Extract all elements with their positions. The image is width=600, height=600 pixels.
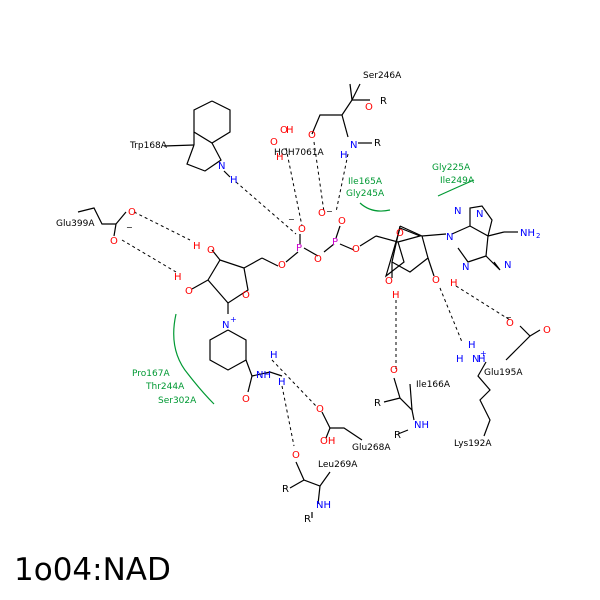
atom-oxygen: O [185, 286, 193, 297]
atom-hydrogen: H [456, 354, 464, 365]
atom-oxygen: O [352, 244, 360, 255]
residue-label-gly225: Gly225A [432, 163, 471, 173]
atom-oxygen: O [316, 404, 324, 415]
residue-label-glu399: Glu399A [56, 219, 95, 229]
atom-oxygen: O [506, 318, 514, 329]
atom-r-group: R [374, 398, 381, 409]
atom-amine: NH [414, 420, 429, 431]
atom-hydrogen: H [270, 350, 278, 361]
residue-label-gly245: Gly245A [346, 189, 385, 199]
atom-oxygen: O [543, 325, 551, 336]
atom-oxygen: O [280, 125, 288, 136]
atom-phosphorus: P [332, 237, 338, 248]
atom-charge-minus: − [326, 207, 333, 216]
atom-nitrogen: N [472, 354, 479, 365]
atom-r-group: R [374, 138, 381, 149]
atom-hydrogen: H [174, 272, 182, 283]
residue-labels: Trp168A HOH7061A Ser246A Glu399A Ile165A… [56, 71, 523, 470]
atom-oxygen: O [314, 254, 322, 265]
atom-charge-minus: − [126, 223, 133, 232]
hydrophobic-contacts [173, 179, 475, 405]
atom-oxygen: O [298, 224, 306, 235]
atom-oxygen: O [385, 276, 393, 287]
atom-hydrogen: H [340, 150, 348, 161]
atom-nitrogen: N [446, 232, 453, 243]
atom-nitrogen: N [504, 260, 511, 271]
residue-label-thr244: Thr244A [145, 382, 185, 392]
atom-labels: O O O O O O O O O O O O O O O O O O O O … [110, 96, 551, 525]
atom-oxygen: O [292, 450, 300, 461]
residue-label-lys192: Lys192A [454, 439, 492, 449]
diagram-title: 1o04:NAD [14, 552, 171, 588]
atom-charge-plus: + [230, 315, 237, 324]
residue-label-ser302: Ser302A [158, 396, 197, 406]
hydrogen-bonds [121, 141, 511, 447]
atom-hydrogen: H [278, 377, 286, 388]
atom-nitrogen: N [454, 206, 461, 217]
hydrophobic-arc-gly225-ile249 [437, 179, 475, 197]
atom-oxygen: O [365, 102, 373, 113]
atom-oxygen: O [242, 290, 250, 301]
residue-label-glu268: Glu268A [352, 443, 391, 453]
atom-charge-minus: − [288, 215, 295, 224]
atom-oxygen: O [396, 228, 404, 239]
ligand-bonds [77, 83, 541, 518]
atom-oxygen: O [207, 245, 215, 256]
atom-oxygen: OH [320, 436, 335, 447]
hydrophobic-arc-ile165-gly245 [359, 202, 391, 212]
atom-charge-minus: − [505, 313, 512, 322]
atom-hydrogen: H [276, 152, 284, 163]
atom-nitrogen: N [222, 320, 229, 331]
residue-label-hoh7061: HOH7061A [274, 148, 325, 158]
atom-oxygen: O [308, 130, 316, 141]
atom-phosphorus: P [296, 243, 302, 254]
atom-hydrogen: H [392, 290, 400, 301]
atom-nitrogen: N [350, 140, 357, 151]
atom-amine: NH [316, 500, 331, 511]
atom-r-group: R [304, 514, 311, 525]
atom-hydrogen: H [193, 241, 201, 252]
atom-oxygen: O [110, 236, 118, 247]
atom-oxygen: O [318, 208, 326, 219]
residue-label-pro167: Pro167A [132, 369, 170, 379]
atom-hydrogen: H [286, 125, 294, 136]
residue-label-leu269: Leu269A [318, 460, 358, 470]
atom-r-group: R [394, 430, 401, 441]
residue-label-ile166: Ile166A [416, 380, 451, 390]
atom-nitrogen: N [462, 262, 469, 273]
atom-oxygen: O [278, 260, 286, 271]
residue-label-trp168: Trp168A [129, 141, 168, 151]
residue-label-ile249: Ile249A [440, 176, 475, 186]
residue-label-ile165: Ile165A [348, 177, 383, 187]
atom-charge-plus: + [480, 349, 487, 358]
residue-label-glu195: Glu195A [484, 368, 523, 378]
residue-label-ser246: Ser246A [363, 71, 402, 81]
atom-amine: NH [520, 228, 535, 239]
atom-oxygen: O [338, 216, 346, 227]
atom-oxygen: O [270, 137, 278, 148]
atom-r-group: R [380, 96, 387, 107]
atom-hydrogen: H [450, 278, 458, 289]
atom-nitrogen: N [476, 209, 483, 220]
atom-hydrogen: H [468, 340, 476, 351]
atom-oxygen: O [390, 365, 398, 376]
atom-oxygen: O [128, 207, 136, 218]
atom-r-group: R [282, 484, 289, 495]
atom-amine-subscript: 2 [536, 232, 540, 240]
atom-oxygen: O [242, 394, 250, 405]
atom-amine: NH [256, 370, 271, 381]
atom-hydrogen: H [478, 354, 486, 365]
atom-hydrogen: H [230, 175, 238, 186]
hydrophobic-arc-pro167-thr244-ser302 [173, 313, 215, 405]
atom-oxygen: O [432, 275, 440, 286]
atom-nitrogen: N [218, 161, 225, 172]
